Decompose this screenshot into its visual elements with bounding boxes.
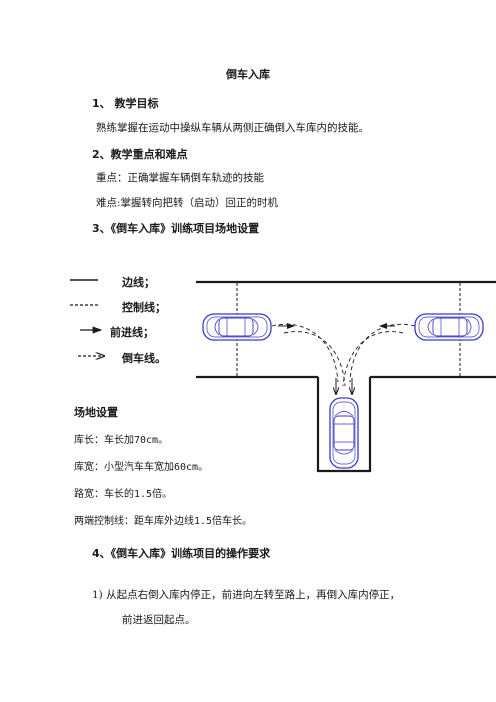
page-title: 倒车入库 (226, 68, 270, 81)
car-left-icon (202, 313, 272, 341)
section-2-key-point: 重点：正确掌握车辆倒车轨迹的技能 (96, 172, 264, 184)
section-4-heading: 4、《倒车入库》训练项目的操作要求 (92, 547, 271, 560)
site-garage-length: 库长：车长加70cm。 (74, 435, 169, 446)
legend-side-line-label: 边线； (122, 276, 155, 289)
car-right-icon (414, 313, 484, 341)
section-1-heading: 1、 教学目标 (92, 97, 159, 110)
road-side-lines (196, 280, 496, 379)
legend-forward-line-label: 前进线； (110, 326, 154, 339)
garage-outline (316, 377, 372, 473)
site-garage-width: 库宽：小型汽车车宽加60cm。 (74, 462, 209, 473)
legend-control-line-label: 控制线； (122, 301, 166, 314)
section-3-heading: 3、《倒车入库》训练项目场地设置 (92, 222, 260, 235)
site-road-width: 路宽：车长的1.5倍。 (74, 489, 173, 500)
legend-reverse-line-label: 倒车线。 (122, 352, 166, 365)
section-4-item-1-line-1: 1) 从起点右倒入库内停正，前进向左转至路上，再倒入库内停正， (92, 589, 401, 601)
car-in-garage-icon (329, 397, 359, 469)
site-settings-heading: 场地设置 (74, 406, 118, 419)
section-1-text: 熟练掌握在运动中操纵车辆从两侧正确倒入车库内的技能。 (96, 122, 369, 134)
section-2-difficulty: 难点:掌握转向把转（启动）回正的时机 (96, 197, 279, 209)
vehicle-trajectories (271, 323, 416, 394)
site-control-lines: 两端控制线：距车库外边线1.5倍车长。 (74, 516, 253, 527)
section-2-heading: 2、教学重点和难点 (92, 148, 188, 161)
section-4-item-1-line-2: 前进返回起点。 (122, 614, 196, 626)
